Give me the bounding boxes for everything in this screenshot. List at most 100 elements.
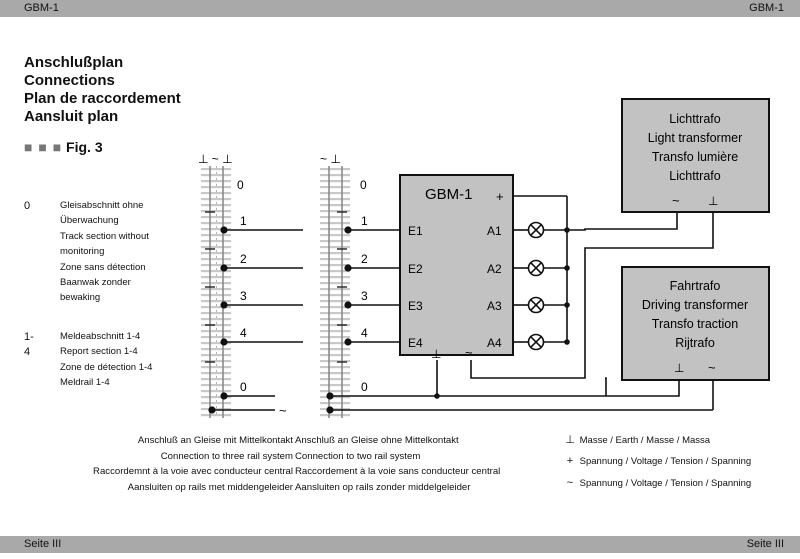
section-label: 1 — [240, 214, 247, 228]
figure-label: ■ ■ ■ Fig. 3 — [24, 139, 103, 155]
caption-line: Aansluiten op rails met middengeleider — [127, 481, 293, 493]
title-german: Anschlußplan — [24, 54, 124, 71]
input-e2: E2 — [408, 262, 423, 276]
feeder-dot — [220, 338, 228, 346]
module-plus-terminal: + — [496, 189, 504, 204]
section-0-number: 0 — [24, 200, 31, 212]
footer-left-label: Seite III — [24, 538, 62, 550]
driving-transformer-label: Fahrtrafo — [670, 279, 721, 293]
junction-dot — [434, 393, 440, 399]
caption-line: Anschluß an Gleise ohne Mittelkontakt — [295, 435, 459, 446]
section-0-line: Track section without — [60, 230, 149, 242]
header-right-label: GBM-1 — [749, 2, 784, 14]
section-label: 2 — [240, 252, 247, 266]
section-label: 4 — [361, 326, 368, 340]
light-ac-wire — [567, 211, 678, 231]
section-1-4-line: Meldrail 1-4 — [60, 377, 110, 389]
page-title-block: Anschlußplan Connections Plan de raccord… — [24, 54, 181, 126]
section-label: 3 — [361, 289, 368, 303]
track-left-symbols: ⊥ ~ ⊥ — [198, 152, 233, 166]
drive-ground-terminal: ⊥ — [674, 361, 684, 375]
footer-bar: Seite III Seite III — [0, 536, 800, 553]
caption-line: Anschluß an Gleise mit Mittelkontakt — [137, 435, 293, 446]
footer-right-label: Seite III — [746, 538, 784, 550]
legend-dc-voltage: + Spannung / Voltage / Tension / Spannin… — [563, 455, 751, 467]
caption-line: Raccordement à la voie sans conducteur c… — [295, 466, 501, 477]
legend-earth: ⊥ Masse / Earth / Masse / Massa — [563, 433, 710, 446]
lamp-wiring — [513, 195, 568, 351]
light-ground-wire — [470, 211, 714, 379]
legend-text: Spannung / Voltage / Tension / Spanning — [579, 478, 752, 489]
section-1-4-number: 1-4 — [24, 331, 34, 358]
section-label: 0 — [361, 380, 368, 394]
section-0-line: Gleisabschnitt ohne — [60, 200, 144, 211]
feeder-dot — [326, 392, 334, 400]
light-transformer-label: Lichttrafo — [669, 112, 720, 126]
feeder-dot — [220, 264, 228, 272]
caption-line: Connection to two rail system — [295, 450, 421, 462]
light-transformer-label: Lichttrafo — [669, 169, 720, 183]
module-ground-terminal: ⊥ — [431, 347, 441, 361]
feeder-dot — [208, 406, 216, 414]
figure-bullets: ■ ■ ■ — [24, 139, 63, 155]
figure-number: Fig. 3 — [66, 139, 103, 155]
feeder-dot — [220, 301, 228, 309]
feeder-dot — [326, 406, 334, 414]
track-two-rail: ~ ⊥ 0 1 2 3 4 0 — [320, 152, 713, 418]
light-transformer-label: Transfo lumière — [652, 150, 738, 164]
module-box — [399, 174, 514, 356]
section-label: 0 — [237, 178, 244, 192]
legend-text: Masse / Earth / Masse / Massa — [579, 435, 711, 446]
input-e4: E4 — [408, 336, 423, 350]
section-0-line: Zone sans détection — [60, 261, 146, 273]
tilde-symbol: ~ — [566, 477, 574, 489]
light-ac-terminal: ~ — [672, 193, 680, 208]
feeder-dot — [220, 392, 228, 400]
caption-two-rail: Anschluß an Gleise ohne Mittelkontakt Co… — [295, 433, 500, 495]
header-bar: GBM-1 GBM-1 — [0, 0, 800, 17]
legend-ac-voltage: ~ Spannung / Voltage / Tension / Spannin… — [563, 477, 751, 489]
junction-dot — [564, 265, 570, 271]
feeder-dot — [344, 338, 352, 346]
light-transformer: Lichttrafo Light transformer Transfo lum… — [621, 98, 770, 213]
module-title: GBM-1 — [425, 186, 473, 203]
junction-dot — [564, 302, 570, 308]
lamp-icon — [527, 333, 545, 351]
driving-transformer-label: Driving transformer — [642, 298, 748, 312]
lamp-icon — [527, 259, 545, 277]
transformer-wiring — [436, 211, 714, 410]
section-label: 3 — [240, 289, 247, 303]
light-ground-terminal: ⊥ — [708, 194, 718, 208]
section-0-line: Baanwak zonder — [60, 277, 131, 289]
earth-symbol: ⊥ — [565, 434, 575, 446]
output-a4: A4 — [487, 336, 502, 350]
section-1-4-line: Zone de détection 1-4 — [60, 361, 153, 373]
track-three-rail: ⊥ ~ ⊥ 0 1 2 3 4 0 ~ — [198, 152, 303, 418]
output-a1: A1 — [487, 224, 502, 238]
lamp-icon — [527, 296, 545, 314]
plus-symbol: + — [566, 455, 574, 467]
section-label: 2 — [361, 252, 368, 266]
gbm1-module: GBM-1 + E1 E2 E3 E4 A1 A2 A3 A4 ⊥ ~ — [399, 174, 514, 361]
section-0-line: bewaking — [60, 292, 101, 304]
section-label: 4 — [240, 326, 247, 340]
title-french: Plan de raccordement — [24, 90, 181, 107]
driving-transformer: Fahrtrafo Driving transformer Transfo tr… — [621, 266, 770, 381]
feeder-dot — [344, 226, 352, 234]
input-e1: E1 — [408, 224, 423, 238]
driving-transformer-box — [621, 266, 770, 381]
section-1-4-line: Meldeabschnitt 1-4 — [60, 331, 141, 342]
light-transformer-label: Light transformer — [648, 131, 742, 145]
output-a2: A2 — [487, 262, 502, 276]
section-label: 0 — [240, 380, 247, 394]
track-sleepers — [320, 166, 350, 418]
section-0-line: Überwachung — [60, 215, 119, 227]
title-english: Connections — [24, 72, 115, 89]
feeder-dot — [220, 226, 228, 234]
lamp-icon — [527, 221, 545, 239]
caption-line: Connection to three rail system — [160, 450, 293, 462]
legend-text: Spannung / Voltage / Tension / Spanning — [579, 456, 752, 467]
section-0-line: monitoring — [60, 246, 105, 258]
section-1-4-line: Report section 1-4 — [60, 346, 138, 358]
